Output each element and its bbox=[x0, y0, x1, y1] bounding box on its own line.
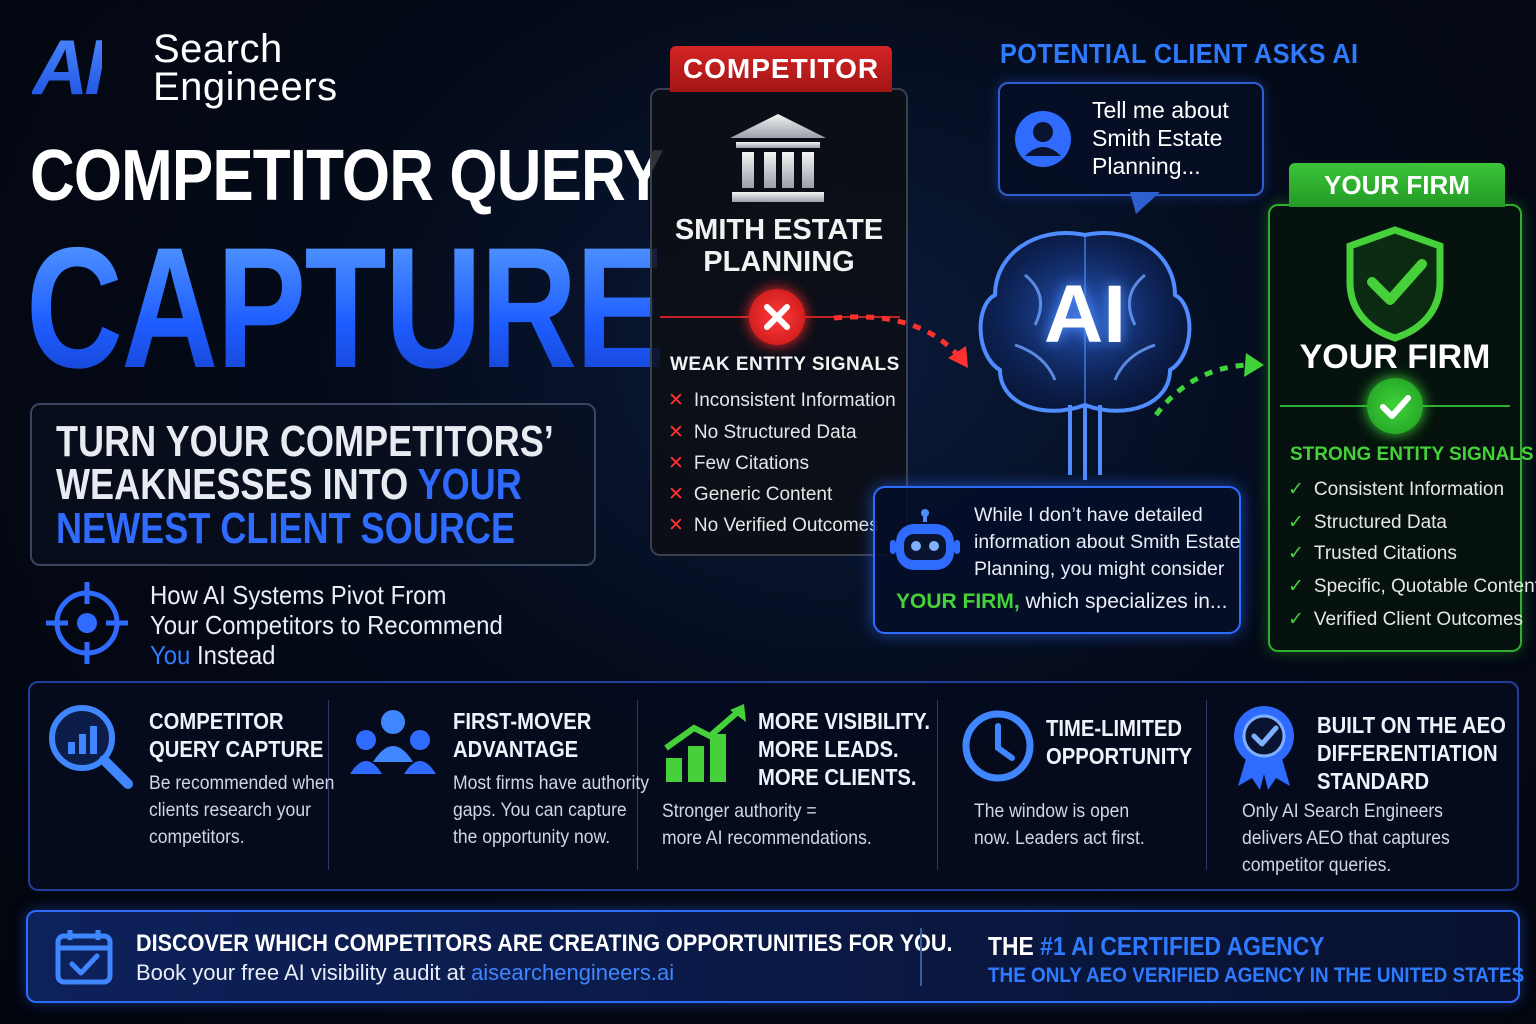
check-mark-icon: ✓ bbox=[1288, 479, 1304, 500]
subhead-line-2a: WEAKNESSES INTO bbox=[56, 460, 418, 509]
pivot-line-2: Your Competitors to Recommend bbox=[150, 610, 503, 640]
weak-signal-item: ✕Inconsistent Information bbox=[668, 390, 896, 411]
subhead-line-1: TURN YOUR COMPETITORS’ bbox=[56, 417, 554, 466]
competitor-name-line-2: PLANNING bbox=[703, 246, 855, 278]
cta-banner bbox=[26, 910, 1520, 1003]
logo-wordmark: Search Engineers bbox=[153, 27, 338, 109]
x-mark-icon: ✕ bbox=[668, 484, 684, 505]
headline-line-2: CAPTURE bbox=[26, 212, 665, 404]
competitor-tab: COMPETITOR bbox=[670, 46, 892, 92]
strong-signal-item: ✓Specific, Quotable Content bbox=[1288, 576, 1536, 597]
subhead-line-2: WEAKNESSES INTO YOUR bbox=[56, 463, 522, 507]
check-mark-icon: ✓ bbox=[1288, 609, 1304, 630]
answer-tail: which specializes in... bbox=[1019, 590, 1228, 613]
subhead-box bbox=[30, 403, 596, 566]
cta-divider bbox=[920, 928, 922, 986]
strong-signals-heading: STRONG ENTITY SIGNALS bbox=[1290, 444, 1534, 465]
pivot-instead: Instead bbox=[190, 640, 276, 670]
bank-icon bbox=[730, 114, 826, 202]
pivot-text: How AI Systems Pivot From Your Competito… bbox=[150, 580, 503, 670]
x-mark-icon: ✕ bbox=[668, 515, 684, 536]
agency-subtext: THE ONLY AEO VERIFIED AGENCY IN THE UNIT… bbox=[988, 964, 1525, 987]
your-firm-tab: YOUR FIRM bbox=[1289, 163, 1505, 207]
feature-divider bbox=[328, 700, 329, 870]
pivot-line-3: You Instead bbox=[150, 640, 503, 670]
weak-signal-item: ✕No Verified Outcomes bbox=[668, 515, 879, 536]
cta-heading: DISCOVER WHICH COMPETITORS ARE CREATING … bbox=[136, 930, 953, 957]
clock-icon bbox=[962, 710, 1034, 782]
robot-icon bbox=[890, 509, 960, 570]
strong-signal-item: ✓Structured Data bbox=[1288, 512, 1447, 533]
question-line-2: Smith Estate bbox=[1092, 125, 1223, 151]
logo-mark: AI bbox=[32, 23, 106, 111]
subhead-line-2b: YOUR bbox=[417, 460, 522, 509]
cta-subtext: Book your free AI visibility audit at ai… bbox=[136, 960, 675, 985]
weak-signal-item: ✕No Structured Data bbox=[668, 422, 857, 443]
answer-text: While I don’t have detailed information … bbox=[974, 502, 1241, 583]
red-arrow-icon bbox=[833, 314, 968, 368]
feature-title: MORE VISIBILITY.MORE LEADS.MORE CLIENTS. bbox=[758, 708, 931, 790]
headline-line-1: COMPETITOR QUERY bbox=[30, 136, 664, 216]
weak-signal-item: ✕Generic Content bbox=[668, 484, 833, 505]
pivot-you: You bbox=[150, 640, 191, 670]
magnifier-chart-icon bbox=[49, 705, 133, 789]
answer-highlight: YOUR FIRM, bbox=[896, 590, 1020, 613]
agency-heading: THE #1 AI CERTIFIED AGENCY bbox=[988, 931, 1325, 961]
feature-divider bbox=[1206, 700, 1207, 870]
x-mark-icon: ✕ bbox=[668, 453, 684, 474]
check-mark-icon: ✓ bbox=[1288, 576, 1304, 597]
client-heading: POTENTIAL CLIENT ASKS AI bbox=[1000, 38, 1359, 69]
logo-line-1: Search bbox=[153, 27, 283, 71]
check-circle-icon bbox=[1367, 378, 1423, 434]
growth-chart-icon bbox=[664, 704, 746, 782]
strong-signal-item: ✓Consistent Information bbox=[1288, 479, 1505, 500]
feature-description: Stronger authority =more AI recommendati… bbox=[662, 800, 872, 849]
green-arrow-icon bbox=[1153, 353, 1264, 417]
competitor-name-line-1: SMITH ESTATE bbox=[674, 214, 884, 246]
weak-signal-item: ✕Few Citations bbox=[668, 453, 810, 474]
x-circle-icon bbox=[749, 289, 805, 345]
calendar-check-icon bbox=[55, 930, 113, 985]
strong-signal-item: ✓Verified Client Outcomes bbox=[1288, 609, 1524, 630]
answer-line-1: While I don’t have detailed bbox=[974, 504, 1203, 526]
check-mark-icon: ✓ bbox=[1288, 543, 1304, 564]
shield-check-icon bbox=[1346, 226, 1444, 342]
answer-line-3: Planning, you might consider bbox=[974, 558, 1225, 580]
subhead-line-3: NEWEST CLIENT SOURCE bbox=[56, 504, 516, 553]
ai-label: AI bbox=[1044, 269, 1126, 360]
audit-link[interactable]: aisearchengineers.ai bbox=[471, 960, 675, 985]
question-text: Tell me about Smith Estate Planning... bbox=[1092, 96, 1229, 180]
user-icon bbox=[1015, 111, 1071, 167]
target-icon bbox=[46, 582, 128, 664]
question-line-1: Tell me about bbox=[1092, 97, 1229, 123]
strong-signal-item: ✓Trusted Citations bbox=[1288, 543, 1457, 564]
check-mark-icon: ✓ bbox=[1288, 512, 1304, 533]
people-icon bbox=[350, 710, 436, 774]
answer-line-2: information about Smith Estate bbox=[974, 531, 1241, 553]
brain-icon bbox=[978, 231, 1192, 480]
badge-icon bbox=[1234, 706, 1294, 790]
pivot-line-1: How AI Systems Pivot From bbox=[150, 580, 447, 610]
your-firm-name: YOUR FIRM bbox=[1299, 338, 1491, 376]
question-line-3: Planning... bbox=[1092, 153, 1201, 179]
weak-signals-heading: WEAK ENTITY SIGNALS bbox=[670, 354, 900, 375]
x-mark-icon: ✕ bbox=[668, 422, 684, 443]
logo-line-2: Engineers bbox=[153, 65, 338, 109]
feature-divider bbox=[937, 700, 938, 870]
competitor-name: SMITH ESTATE PLANNING bbox=[650, 214, 908, 278]
feature-divider bbox=[637, 700, 638, 870]
x-mark-icon: ✕ bbox=[668, 390, 684, 411]
answer-line-4: YOUR FIRM, which specializes in... bbox=[896, 590, 1227, 614]
bubble-tail-icon bbox=[1130, 192, 1160, 214]
